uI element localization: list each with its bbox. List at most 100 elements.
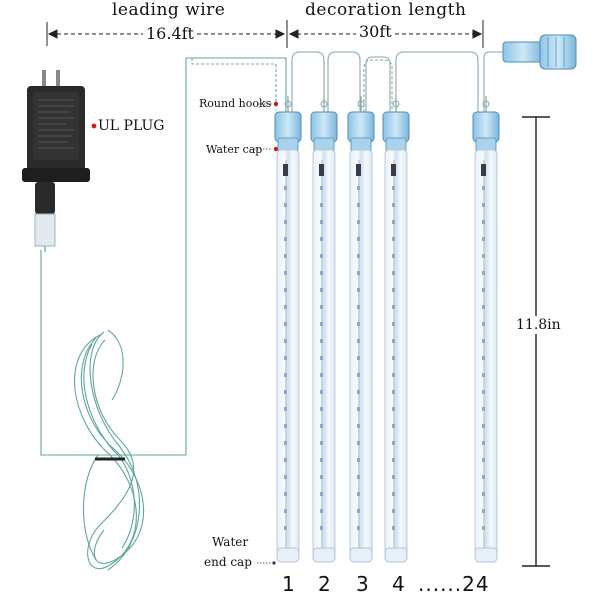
led (284, 220, 287, 224)
led (284, 407, 287, 411)
led (482, 339, 485, 343)
led (284, 271, 287, 275)
led (320, 475, 323, 479)
water-cap (382, 111, 410, 143)
led (392, 458, 395, 462)
led (357, 203, 360, 207)
led (320, 424, 323, 428)
tube-body (474, 149, 498, 561)
led (392, 475, 395, 479)
ul-plug-adapter-icon (22, 70, 90, 252)
led (482, 390, 485, 394)
led (357, 237, 360, 241)
led (320, 492, 323, 496)
led (392, 339, 395, 343)
meteor-tubes (274, 96, 500, 563)
led (320, 203, 323, 207)
led (320, 186, 323, 190)
tube-body (276, 149, 300, 561)
connection-wires (291, 51, 512, 112)
led (284, 390, 287, 394)
led (392, 220, 395, 224)
ul-plug-label: UL PLUG (98, 118, 165, 134)
tube-body (349, 149, 373, 561)
led (392, 407, 395, 411)
leading-wire-label: leading wire (112, 0, 226, 20)
led (320, 339, 323, 343)
led (284, 492, 287, 496)
led (284, 322, 287, 326)
led (320, 373, 323, 377)
led (357, 271, 360, 275)
led (482, 220, 485, 224)
led (284, 203, 287, 207)
led (482, 203, 485, 207)
tube-body (312, 149, 336, 561)
decoration-length-label: decoration length (305, 0, 467, 20)
led (357, 322, 360, 326)
led (357, 339, 360, 343)
led (320, 526, 323, 530)
led (392, 186, 395, 190)
led (320, 288, 323, 292)
led (357, 305, 360, 309)
led (392, 526, 395, 530)
led (320, 220, 323, 224)
led (392, 305, 395, 309)
led (482, 509, 485, 513)
water-cap (347, 111, 375, 143)
led (482, 305, 485, 309)
led (392, 424, 395, 428)
led (392, 203, 395, 207)
led (284, 254, 287, 258)
meteor-tube (347, 96, 375, 563)
led (320, 305, 323, 309)
led (392, 322, 395, 326)
meteor-tube (382, 96, 410, 563)
led (392, 509, 395, 513)
led (392, 237, 395, 241)
led (482, 288, 485, 292)
led (392, 356, 395, 360)
led (357, 407, 360, 411)
led (357, 220, 360, 224)
water-cap-label: Water cap (206, 143, 263, 156)
marker-dots (91, 101, 279, 152)
led (482, 271, 485, 275)
led (392, 390, 395, 394)
led (357, 458, 360, 462)
led (392, 373, 395, 377)
led (392, 441, 395, 445)
led (320, 458, 323, 462)
led (284, 475, 287, 479)
led (284, 441, 287, 445)
led (320, 254, 323, 258)
led (320, 356, 323, 360)
led (357, 254, 360, 258)
led (284, 356, 287, 360)
dimension-lines (46, 20, 550, 567)
tube-number-1: 1 (282, 572, 295, 596)
led (320, 407, 323, 411)
led (357, 356, 360, 360)
end-connector (502, 34, 577, 70)
led (482, 373, 485, 377)
led (284, 237, 287, 241)
led (284, 424, 287, 428)
leader-lines (254, 103, 272, 564)
meteor-tube (472, 96, 500, 563)
water-end-cap-label-line2: end cap (204, 555, 252, 569)
led (357, 492, 360, 496)
led (357, 441, 360, 445)
led (357, 526, 360, 530)
led (320, 271, 323, 275)
led (392, 492, 395, 496)
led (320, 322, 323, 326)
water-end-cap (312, 547, 336, 563)
tube-number-2: 2 (318, 572, 331, 596)
tube-body (384, 149, 408, 561)
led (482, 424, 485, 428)
round-hooks-label: Round hooks (199, 97, 272, 110)
led (357, 424, 360, 428)
